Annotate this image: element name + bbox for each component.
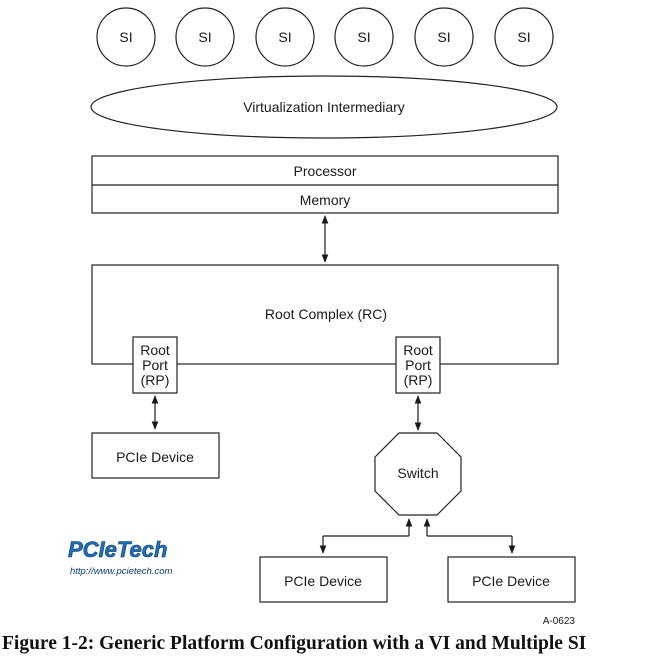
rp-right-line1: Root [403, 342, 433, 358]
switch-label: Switch [397, 465, 438, 481]
si-node: SI [414, 7, 474, 67]
switch: Switch [374, 432, 462, 516]
root-port-left: Root Port (RP) [132, 336, 178, 394]
rp-left-line1: Root [140, 342, 170, 358]
processor-memory-block: Processor Memory [91, 155, 559, 214]
si-node: SI [96, 7, 156, 67]
processor-label: Processor [293, 163, 356, 179]
si-node: SI [334, 7, 394, 67]
device-bottom-right-label: PCIe Device [472, 573, 550, 589]
root-port-right: Root Port (RP) [395, 336, 441, 394]
pcietech-logo: PCIeTech http://www.pcietech.com [68, 537, 173, 577]
vi-label: Virtualization Intermediary [243, 99, 405, 115]
rp-left-line2: Port [142, 357, 168, 373]
switch-device-connectors [319, 518, 516, 554]
virtualization-intermediary: Virtualization Intermediary [90, 75, 558, 139]
figure-caption: Figure 1-2: Generic Platform Configurati… [0, 633, 671, 655]
si-node: SI [255, 7, 315, 67]
pcie-device-left: PCIe Device [91, 432, 220, 479]
memory-label: Memory [300, 192, 351, 208]
rc-label: Root Complex (RC) [265, 306, 387, 322]
si-label: SI [119, 29, 132, 45]
si-label: SI [198, 29, 211, 45]
rp-right-line3: (RP) [404, 372, 433, 388]
logo-url: http://www.pcietech.com [70, 566, 173, 577]
device-left-label: PCIe Device [116, 449, 194, 465]
si-label: SI [437, 29, 450, 45]
logo-text: PCIeTech [68, 537, 167, 562]
rp-left-line3: (RP) [141, 372, 170, 388]
si-label: SI [357, 29, 370, 45]
device-bottom-left-label: PCIe Device [284, 573, 362, 589]
si-label: SI [278, 29, 291, 45]
pcie-device-bottom-left: PCIe Device [259, 556, 388, 603]
si-node: SI [494, 7, 554, 67]
pcie-device-bottom-right: PCIe Device [447, 556, 576, 603]
si-node: SI [175, 7, 235, 67]
caption-text: Figure 1-2: Generic Platform Configurati… [2, 633, 587, 654]
rp-right-line2: Port [405, 357, 431, 373]
figure-id: A-0623 [543, 616, 576, 627]
si-label: SI [517, 29, 530, 45]
si-row: SI SI SI SI SI SI [96, 7, 554, 67]
